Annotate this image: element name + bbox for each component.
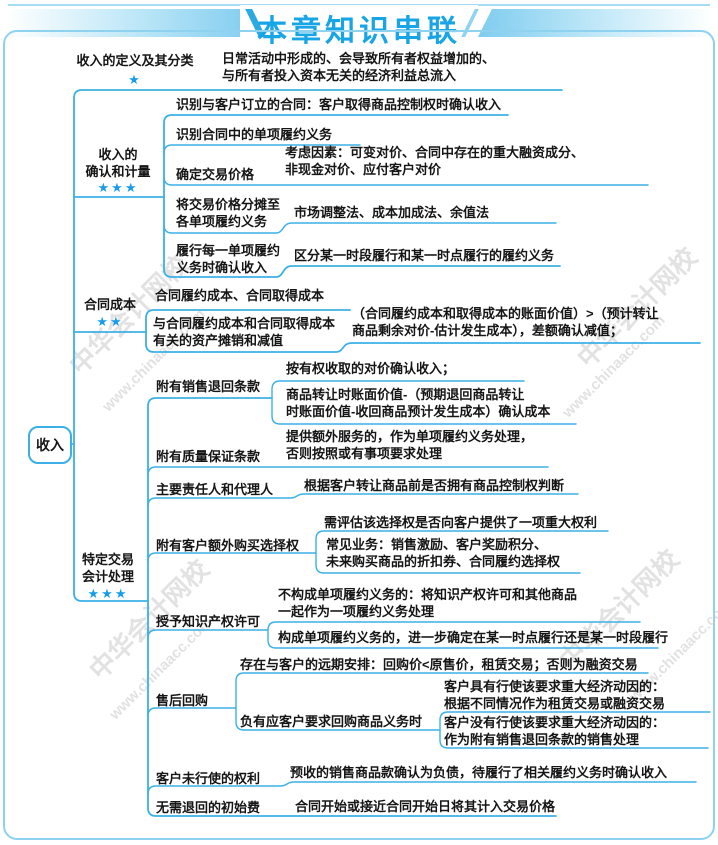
leaf-ip-distinct: 构成单项履约义务的，进一步确定在某一时点履行还是某一时段履行 [278, 630, 669, 645]
node-ip-license: 授予知识产权许可 [156, 614, 261, 629]
leaf-return-revenue: 按有权收取的对价确认收入； [286, 361, 456, 376]
leaf-forward-arrangement: 存在与客户的远期安排：回购价<原售价，租赁交易；否则为融资交易 [240, 657, 638, 672]
leaf-control-judgment: 根据客户转让商品前是否拥有商品控制权判断 [304, 478, 565, 493]
node-additional-purchase-option: 附有客户额外购买选择权 [156, 538, 300, 553]
node-determine-price: 确定交易价格 [176, 167, 255, 182]
node-sale-repurchase: 售后回购 [156, 693, 209, 708]
leaf-ip-not-distinct: 不构成单项履约义务的：将知识产权许可和其他商品 一起作为一项履约义务处理 [278, 587, 578, 619]
node-allocate-price: 将交易价格分摊至 各单项履约义务 [176, 197, 281, 229]
page-border [3, 30, 715, 840]
leaf-return-cost: 商品转让时账面价值-（预期退回商品转让 时账面价值-收回商品预计发生成本）确认成… [286, 387, 551, 419]
node-unexercised-rights: 客户未行使的权利 [156, 771, 261, 786]
branch-stars-special-transactions: ★★★ [87, 586, 129, 601]
leaf-incentive-exists: 客户具有行使该要求重大经济动因的： 根据不同情况作为租赁交易或融资交易 [444, 679, 666, 711]
leaf-allocation-methods: 市场调整法、成本加成法、余值法 [294, 205, 490, 220]
leaf-material-right: 需评估该选择权是否向客户提供了一项重大权利 [324, 515, 598, 530]
node-perform-obligation: 履行每一单项履约 义务时确认收入 [176, 243, 281, 275]
node-cost-types: 合同履约成本、合同取得成本 [155, 288, 325, 303]
branch-label-special-transactions: 特定交易 会计处理 [81, 552, 134, 584]
banner-title-zone [240, 5, 478, 38]
node-identify-contract: 识别与客户订立的合同：客户取得商品控制权时确认收入 [176, 97, 502, 112]
node-sales-return-clause: 附有销售退回条款 [156, 379, 261, 394]
banner-band-right [478, 9, 712, 37]
branch-stars-definition: ★ [128, 72, 142, 87]
leaf-definition-detail: 日常活动中形成的、会导致所有者权益增加的、 与所有者投入资本无关的经济利益总流入 [222, 51, 496, 83]
branch-stars-recognition: ★★★ [97, 180, 139, 195]
leaf-common-business: 常见业务：销售激励、客户奖励积分、 未来购买商品的折扣券、合同履约选择权 [326, 537, 561, 569]
branch-label-definition: 收入的定义及其分类 [76, 53, 194, 68]
node-nonrefundable-fee: 无需退回的初始费 [156, 800, 261, 815]
leaf-period-vs-point: 区分某一时段履行和某一时点履行的履约义务 [294, 248, 555, 263]
leaf-prepaid-liability: 预收的销售商品款确认为负债，待履行了相关履约义务时确认收入 [290, 765, 668, 780]
leaf-initial-fee-rule: 合同开始或接近合同开始日将其计入交易价格 [295, 799, 556, 814]
banner-band-left [6, 9, 258, 37]
leaf-incentive-absent: 客户没有行使该要求重大经济动因的： 作为附有销售退回条款的销售处理 [444, 715, 666, 747]
node-identify-obligations: 识别合同中的单项履约义务 [176, 127, 333, 142]
branch-stars-contract-cost: ★★ [96, 314, 124, 329]
node-quality-warranty: 附有质量保证条款 [156, 449, 261, 464]
node-principal-agent: 主要责任人和代理人 [156, 482, 274, 497]
node-cost-amortization: 与合同履约成本和合同取得成本 有关的资产摊销和减值 [153, 316, 336, 348]
branch-label-contract-cost: 合同成本 [83, 297, 136, 312]
leaf-impairment-rule: （合同履约成本和取得成本的账面价值）>（预计转让 商品剩余对价-估计发生成本），… [352, 306, 659, 338]
node-repurchase-obligation: 负有应客户要求回购商品义务时 [240, 714, 423, 729]
branch-label-recognition: 收入的 确认和计量 [85, 147, 151, 179]
leaf-price-factors: 考虑因素：可变对价、合同中存在的重大融资成分、 非现金对价、应付客户对价 [285, 145, 585, 177]
root-node-revenue: 收入 [28, 426, 72, 464]
leaf-warranty-treatment: 提供额外服务的，作为单项履约义务处理， 否则按照或有事项要求处理 [286, 429, 534, 461]
